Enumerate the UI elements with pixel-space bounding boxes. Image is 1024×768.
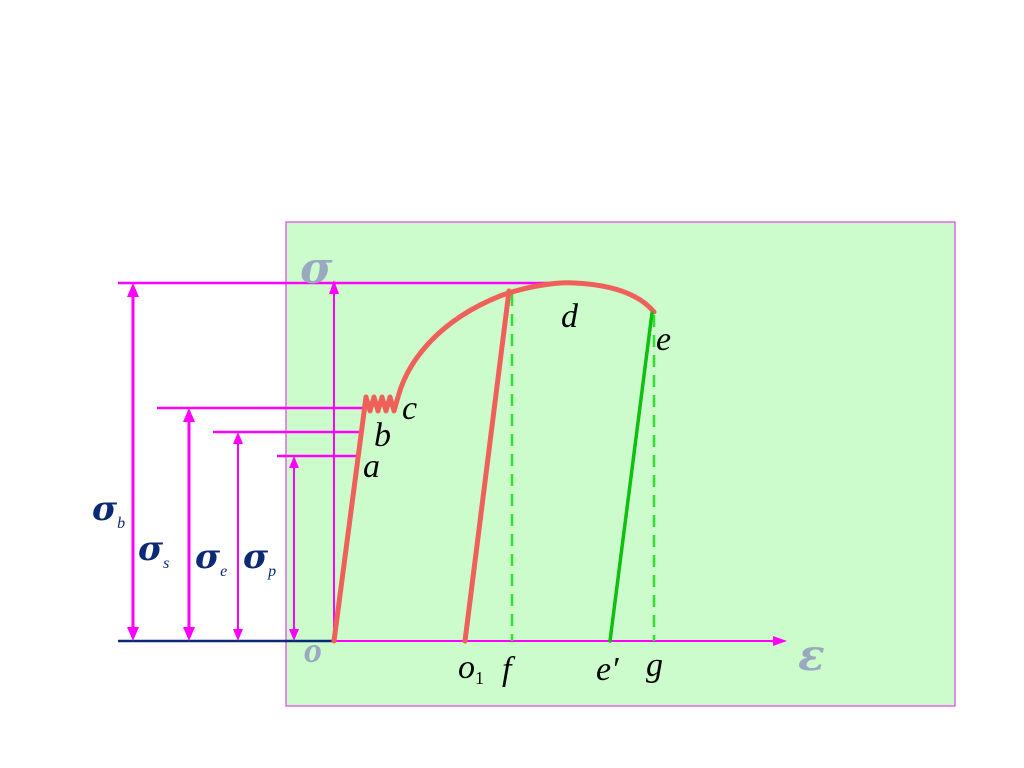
sigma-s-dimension-arrow [183, 408, 195, 641]
diagram-panel [285, 221, 956, 707]
unloading-line-e-prime [608, 311, 654, 643]
origin-label: o [304, 630, 322, 670]
sigma-b-dimension-arrow [127, 283, 139, 641]
point-label-o1-subscript: 1 [475, 668, 484, 688]
point-label-e: e [656, 321, 671, 358]
sigma-p-dimension-arrow [289, 456, 299, 641]
point-label-c: c [402, 390, 417, 427]
point-label-o1-main: o [458, 649, 475, 686]
strain-axis-label: ε [798, 630, 825, 681]
point-label-a: a [363, 448, 380, 485]
stress-axis-label: σ [300, 243, 333, 294]
stress-label-sigma-e: σe [195, 537, 227, 580]
point-label-e-prime: e′ [596, 651, 619, 688]
sigma-e-dimension-arrow [233, 432, 243, 641]
strain-axis [334, 636, 787, 646]
stress-label-sigma-b: σb [92, 489, 125, 532]
stress-label-sigma-p: σp [243, 537, 276, 580]
point-label-d: d [561, 298, 579, 335]
point-label-b: b [374, 417, 391, 454]
stress-strain-curve [331, 280, 657, 644]
point-label-o1: o1 [458, 649, 484, 688]
unloading-line-o1 [462, 288, 512, 644]
stress-axis [329, 280, 339, 641]
point-label-g: g [646, 647, 663, 684]
stress-label-sigma-s: σs [138, 529, 169, 572]
